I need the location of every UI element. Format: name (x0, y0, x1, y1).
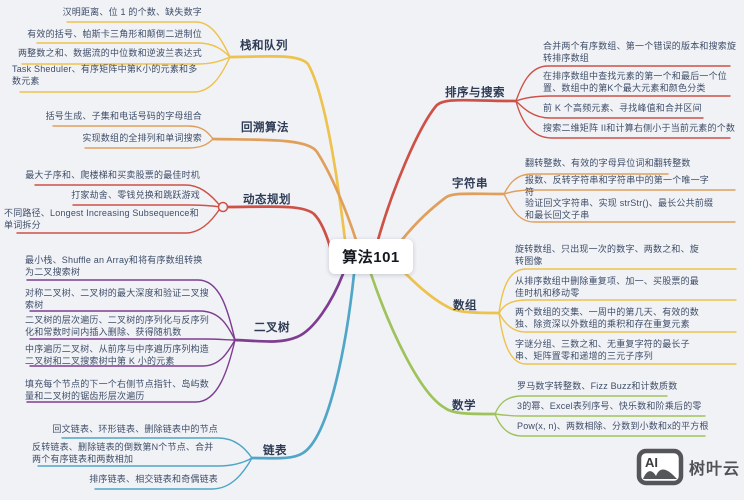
leaf-underline (29, 310, 236, 341)
leaf-node[interactable]: 字谜分组、三数之和、无重复字符的最长子串、矩阵置零和递增的三元子序列 (515, 339, 690, 361)
brand-name: 树叶云 (689, 461, 741, 478)
branch-label-string[interactable]: 字符串 (452, 178, 488, 190)
leaf-underline (36, 42, 231, 58)
collapse-handle[interactable] (217, 201, 229, 213)
leaf-node[interactable]: 反转链表、删除链表的倒数第N个节点、合并两个有序链表和两数相加 (32, 442, 214, 464)
leaf-node[interactable]: 中序遍历二叉树、从前序与中序遍历序列构造二叉树和二叉搜索树中第 K 小的元素 (25, 344, 210, 366)
leaf-underline (37, 457, 253, 467)
leaf-underline (72, 204, 222, 208)
leaf-node[interactable]: 翻转整数、有效的字母异位词和翻转整数 (525, 158, 691, 168)
branch-curve-linked-list (250, 272, 356, 460)
leaf-node[interactable]: 两个数组的交集、一周中的第几天、有效的数独、除资深以外数组的乘积和存在重复元素 (515, 307, 700, 329)
branch-curve-array (403, 271, 501, 315)
leaf-node[interactable]: Task Sheduler、有序矩阵中第K小的元素和多数元素 (12, 64, 198, 86)
leaf-underline (494, 413, 706, 417)
branch-label-math[interactable]: 数学 (452, 400, 476, 412)
branch-curve-string (399, 192, 506, 243)
leaf-node[interactable]: 回文链表、环形链表、删除链表中的节点 (52, 424, 218, 434)
leaf-node[interactable]: 二叉树的层次遍历、二叉树的序列化与反序列化和常数时间内插入删除、获得随机数 (25, 315, 210, 337)
branch-label-binary-tree[interactable]: 二叉树 (254, 322, 290, 334)
leaf-node[interactable]: 不同路径、Longest Increasing Subsequence和单词拆分 (4, 208, 199, 230)
leaf-underline (19, 56, 231, 93)
branch-label-stack-queue[interactable]: 栈和队列 (240, 40, 288, 52)
leaf-node[interactable]: 两整数之和、数据流的中位数和逆波兰表达式 (17, 48, 202, 58)
leaf-node[interactable]: 从排序数组中删除重复项、加一、买股票的最佳时机和移动零 (515, 276, 700, 298)
leaf-underline (515, 100, 731, 139)
branch-label-dynamic-programming[interactable]: 动态规划 (243, 194, 291, 206)
leaf-underline (66, 21, 231, 58)
leaf-node[interactable]: 最小栈、Shuffle an Array和将有序数组转换为二叉搜索树 (25, 255, 203, 277)
leaf-underline (498, 312, 737, 365)
branch-curve-math (369, 272, 497, 416)
branch-curve-dynamic-programming (226, 205, 333, 252)
leaf-node[interactable]: 排序链表、相交链表和奇偶链表 (89, 474, 218, 484)
leaf-node[interactable]: 合并两个有序数组、第一个错误的版本和搜索旋转排序数组 (543, 41, 737, 63)
leaf-node[interactable]: 对称二叉树、二叉树的最大深度和验证二叉搜索树 (25, 288, 210, 310)
watermark: AI 树叶云 (636, 448, 740, 486)
leaf-underline (84, 138, 214, 149)
root-node[interactable]: 算法101 (329, 239, 413, 274)
leaf-node[interactable]: 最大子序和、爬楼梯和买卖股票的最佳时机 (25, 170, 200, 180)
leaf-underline (503, 173, 669, 195)
leaf-underline (503, 193, 736, 223)
leaf-underline (21, 56, 231, 65)
leaf-node[interactable]: 打家劫舍、零钱兑换和跳跃游戏 (71, 190, 200, 200)
leaf-node[interactable]: Pow(x, n)、两数相除、分数到小数和x的平方根 (517, 421, 709, 431)
leaf-underline (29, 339, 236, 367)
leaf-underline (16, 206, 222, 234)
leaf-underline (498, 312, 737, 333)
leaf-underline (94, 457, 253, 490)
branch-curve-sorting-searching (376, 98, 518, 242)
ai-image-logo-icon: AI (636, 448, 684, 486)
leaf-node[interactable]: 罗马数字转整数、Fizz Buzz和计数质数 (517, 381, 678, 391)
leaf-underline (26, 279, 236, 341)
leaf-node[interactable]: 实现数组的全排列和单词搜索 (82, 133, 202, 143)
branch-label-sorting-searching[interactable]: 排序与搜索 (445, 87, 505, 99)
leaf-node[interactable]: 在排序数组中查找元素的第一个和最后一个位置、数组中的第K个最大元素和颜色分类 (543, 71, 728, 93)
leaf-node[interactable]: 有效的括号、帕斯卡三角形和颠倒二进制位 (27, 29, 202, 39)
leaf-underline (52, 125, 214, 140)
leaf-underline (498, 299, 737, 314)
leaf-node[interactable]: 括号生成、子集和电话号码的字母组合 (45, 111, 202, 121)
branch-label-array[interactable]: 数组 (453, 300, 477, 312)
leaf-underline (494, 413, 706, 437)
leaf-underline (26, 339, 236, 403)
leaf-node[interactable]: 搜索二维矩阵 II和计算右侧小于当前元素的个数 (543, 123, 736, 133)
leaf-node[interactable]: 旋转数组、只出现一次的数字、两数之和、旋转图像 (515, 244, 700, 266)
leaf-node[interactable]: 填充每个节点的下一个右侧节点指针、岛屿数量和二叉树的锯齿形层次遍历 (25, 379, 210, 401)
leaf-underline (515, 65, 731, 102)
leaf-node[interactable]: 报数、反转字符串和字符串中的第一个唯一字符 (525, 175, 710, 197)
leaf-underline (498, 268, 737, 314)
leaf-underline (503, 189, 736, 195)
leaf-underline (29, 338, 236, 341)
leaf-node[interactable]: 3的幂、Excel表列序号、快乐数和阶乘后的零 (517, 401, 702, 411)
svg-text:AI: AI (645, 455, 658, 470)
branch-curve-binary-tree (233, 272, 345, 343)
leaf-node[interactable]: 汉明距离、位 1 的个数、缺失数字 (62, 7, 202, 17)
leaf-underline (494, 395, 668, 415)
branch-curve-backtracking (211, 137, 358, 242)
leaf-node[interactable]: 前 K 个高频元素、寻找峰值和合并区间 (543, 103, 702, 113)
branch-curve-stack-queue (228, 54, 347, 242)
branch-label-backtracking[interactable]: 回溯算法 (241, 122, 289, 134)
branch-label-linked-list[interactable]: 链表 (263, 445, 287, 457)
leaf-underline (515, 95, 731, 102)
leaf-underline (515, 100, 704, 119)
leaf-node[interactable]: 验证回文字符串、实现 strStr()、最长公共前缀和最长回文子串 (525, 198, 714, 220)
leaf-underline (34, 184, 222, 208)
leaf-underline (61, 437, 253, 459)
